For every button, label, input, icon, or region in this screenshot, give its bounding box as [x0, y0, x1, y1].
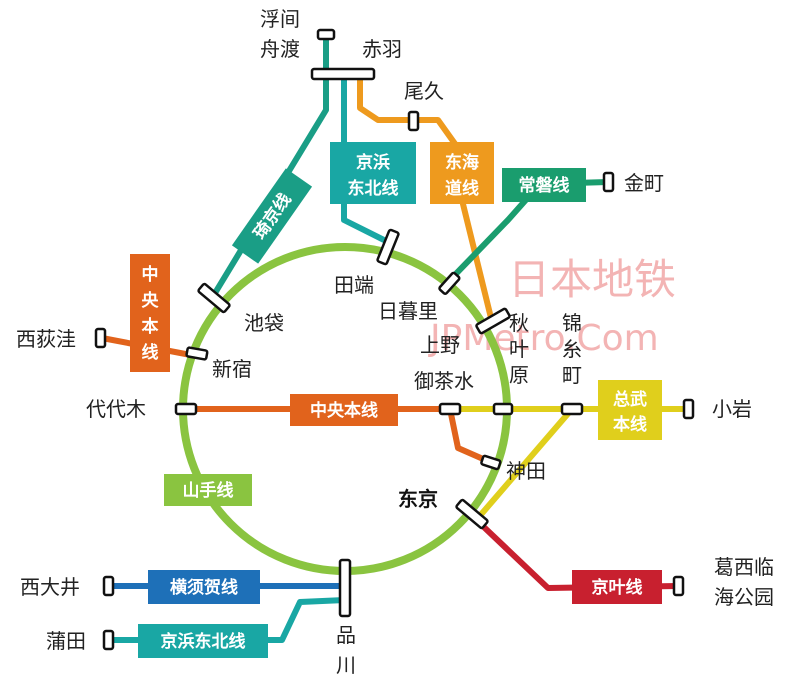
station-marker-ueno[interactable]: [475, 307, 511, 335]
line-label-yokosuka-text: 横须贺线: [170, 577, 238, 598]
line-label-keiyo-text: 京叶线: [592, 577, 643, 598]
station-name-shinagawa-l1: 品: [336, 623, 356, 647]
line-label-keihin-tohoku-top-l2: 东北线: [348, 178, 399, 199]
station-marker-tokyo[interactable]: [455, 498, 489, 530]
line-label-sobu: 总武 本线: [598, 380, 662, 440]
keihin-tohoku-line-north: [341, 72, 393, 246]
station-name-akihabara-l1: 秋: [509, 311, 529, 335]
svg-text:线: 线: [142, 342, 159, 363]
station-marker-ikebukuro[interactable]: [197, 282, 231, 314]
station-name-ueno: 上野: [420, 333, 460, 357]
station-name-kinshicho-l1: 锦: [562, 311, 582, 335]
line-label-chuo-center-text: 中央本线: [310, 400, 378, 421]
saikyo-line: [209, 35, 329, 301]
station-name-nippori: 日暮里: [378, 299, 438, 323]
svg-text:央: 央: [142, 290, 160, 311]
watermark-title: 日本地铁: [508, 255, 676, 304]
svg-text:中: 中: [142, 264, 159, 285]
station-name-tokyo: 东京: [398, 487, 438, 511]
line-label-yamanote: 山手线: [164, 474, 252, 506]
station-name-yoyogi: 代代木: [86, 397, 146, 421]
station-name-ochanomizu: 御茶水: [414, 369, 474, 393]
sobu-rapid-line: [475, 406, 575, 521]
station-name-kanda: 神田: [506, 459, 546, 483]
station-name-kasai-rinkai-koen-l1: 葛西临: [714, 555, 774, 579]
station-marker-oku[interactable]: [407, 110, 420, 132]
station-name-ukima-funado-l2: 舟渡: [260, 37, 300, 61]
station-name-nishiogikubo: 西荻洼: [16, 327, 76, 351]
station-marker-ukima-funado[interactable]: [316, 28, 336, 41]
line-label-joban: 常磐线: [502, 168, 586, 202]
station-name-kamata: 蒲田: [46, 629, 86, 653]
station-name-kinshicho-l3: 町: [562, 363, 582, 387]
station-name-oku: 尾久: [404, 79, 444, 103]
station-marker-akihabara[interactable]: [492, 402, 514, 416]
station-name-ukima-funado-l1: 浮间: [260, 7, 300, 31]
line-label-keihin-tohoku-bottom: 京浜东北线: [138, 624, 268, 658]
station-marker-ochanomizu[interactable]: [438, 402, 462, 416]
station-name-koiwa: 小岩: [712, 397, 752, 421]
line-label-keihin-tohoku-bottom-text: 京浜东北线: [161, 631, 246, 652]
line-label-tokaido-l1: 东海: [445, 152, 479, 173]
station-marker-tabata[interactable]: [376, 228, 400, 266]
station-name-shinagawa-l2: 川: [336, 653, 356, 677]
station-marker-nishiogikubo[interactable]: [94, 327, 107, 349]
watermark-site: JPMetro.Com: [428, 318, 659, 359]
station-name-shinjuku: 新宿: [212, 357, 252, 381]
line-label-joban-text: 常磐线: [519, 175, 570, 196]
station-marker-kamata[interactable]: [102, 629, 115, 651]
line-label-yamanote-text: 山手线: [183, 480, 234, 501]
station-name-kasai-rinkai-koen-l2: 海公园: [714, 585, 774, 609]
line-label-sobu-l1: 总武: [613, 389, 647, 410]
svg-text:本: 本: [142, 316, 159, 337]
station-marker-kasai-rinkai-koen[interactable]: [672, 575, 685, 597]
station-name-tabata: 田端: [334, 273, 374, 297]
line-label-tokaido: 东海 道线: [430, 142, 494, 204]
station-name-nishi-oi: 西大井: [20, 575, 80, 599]
station-marker-kinshicho[interactable]: [560, 402, 584, 416]
station-marker-shinjuku[interactable]: [185, 346, 209, 361]
station-name-kinshicho-l2: 糸: [562, 337, 582, 361]
station-marker-shinagawa[interactable]: [338, 558, 352, 618]
line-label-chuo-center: 中央本线: [290, 394, 398, 426]
line-label-chuo-left: 中 央 本 线: [130, 254, 170, 372]
station-name-akihabara-l2: 叶: [509, 337, 529, 361]
line-label-keiyo: 京叶线: [572, 570, 662, 604]
station-marker-yoyogi[interactable]: [174, 402, 198, 416]
station-marker-kanda[interactable]: [480, 454, 502, 471]
station-name-akihabara-l3: 原: [509, 363, 529, 387]
station-marker-kanamachi[interactable]: [602, 171, 615, 193]
line-label-yokosuka: 横须贺线: [148, 570, 260, 604]
station-marker-nippori[interactable]: [438, 271, 461, 295]
station-name-akabane: 赤羽: [362, 37, 402, 61]
station-marker-akabane[interactable]: [310, 67, 376, 81]
line-label-keihin-tohoku-top: 京浜 东北线: [330, 142, 416, 204]
station-marker-nishi-oi[interactable]: [102, 575, 115, 597]
station-name-ikebukuro: 池袋: [244, 311, 284, 335]
station-name-kanamachi: 金町: [624, 171, 664, 195]
line-label-tokaido-l2: 道线: [445, 178, 479, 199]
line-label-sobu-l2: 本线: [613, 414, 647, 435]
line-label-keihin-tohoku-top-l1: 京浜: [356, 152, 390, 173]
station-marker-koiwa[interactable]: [682, 398, 695, 420]
